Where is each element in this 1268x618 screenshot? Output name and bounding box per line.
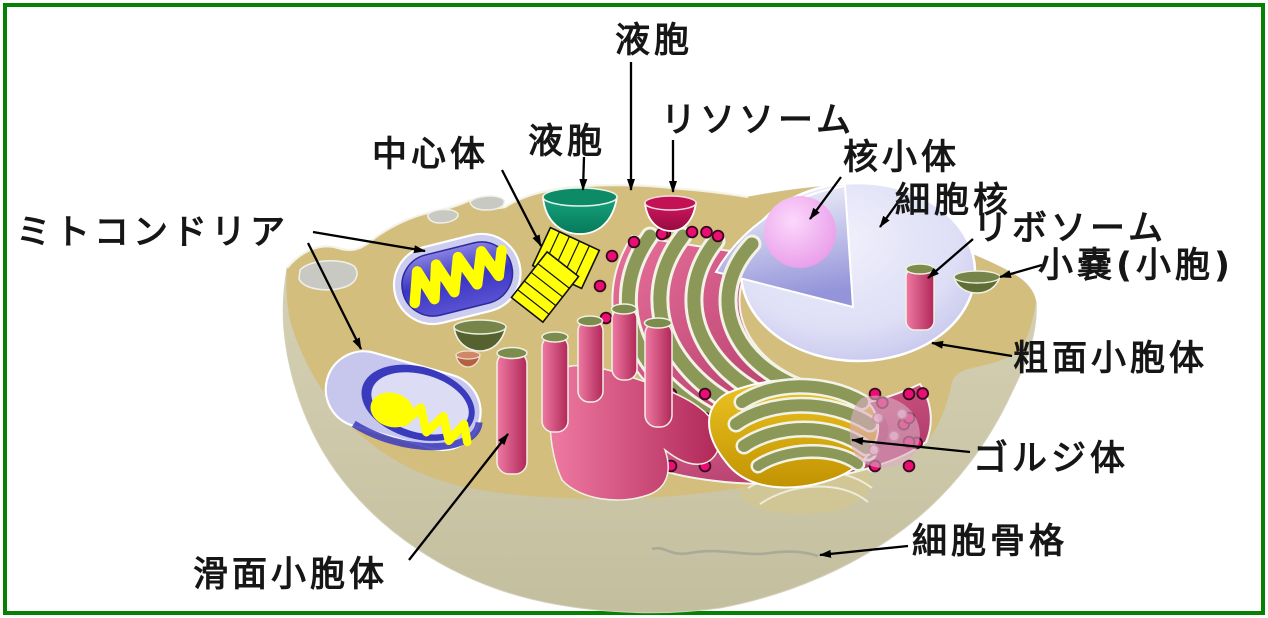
ribosome-dot xyxy=(902,387,916,401)
label-nucleus: 細胞核 xyxy=(895,181,1012,221)
smooth-er-tube xyxy=(576,315,604,403)
label-vesicle: 小嚢(小胞) xyxy=(1038,246,1234,286)
ribosome-dot xyxy=(698,387,712,401)
arrow-vesicle xyxy=(999,263,1043,279)
arrow-rough-er xyxy=(931,340,1013,358)
arrow-ribosome xyxy=(927,238,974,279)
membrane-patch xyxy=(469,195,506,211)
vacuole-teal-bowl xyxy=(542,187,619,235)
cristae xyxy=(400,403,472,447)
arrow-cytoskeleton xyxy=(819,544,909,558)
ribosome-dot xyxy=(916,387,929,400)
mitochondrion-left xyxy=(324,350,483,451)
label-lysosome: リソソーム xyxy=(661,101,855,141)
golgi-group xyxy=(708,377,880,489)
membrane-patch xyxy=(427,208,459,224)
ribosome-dot xyxy=(605,249,619,263)
arrow-nucleus xyxy=(879,190,907,228)
ribosome-dot xyxy=(685,225,699,239)
label-smooth-er: 滑面小胞体 xyxy=(193,555,388,595)
label-vacuole-left: 液胞 xyxy=(528,122,606,162)
arrow-mitochondria-2 xyxy=(306,242,363,350)
label-vacuole-top: 液胞 xyxy=(615,21,693,61)
smooth-er-tube xyxy=(610,303,638,381)
green-frame-border xyxy=(3,3,1265,615)
label-nucleolus: 核小体 xyxy=(843,138,960,178)
vesicle-right-bowl xyxy=(952,270,1002,294)
arrow-smooth-er xyxy=(408,433,509,561)
smooth-er-tube xyxy=(643,317,673,428)
membrane-patch xyxy=(298,260,358,291)
nucleolus-shape xyxy=(764,196,836,268)
arrow-mitochondria-1 xyxy=(312,230,426,254)
leader-arrows xyxy=(306,62,1043,561)
arrow-vacuole-left xyxy=(579,156,588,191)
ribosome-dot xyxy=(711,229,725,243)
cristae xyxy=(409,245,507,309)
cytoskeleton-filament xyxy=(651,546,819,558)
label-cytoskeleton: 細胞骨格 xyxy=(912,522,1068,562)
label-golgi: ゴルジ体 xyxy=(973,438,1129,479)
ribosome-dot xyxy=(593,279,607,293)
label-centrosome: 中心体 xyxy=(372,135,489,175)
er-tube-right xyxy=(905,263,935,331)
vesicle-olive-bowl xyxy=(453,319,508,352)
label-rough-er: 粗面小胞体 xyxy=(1013,339,1208,379)
labels: 液胞 リソソーム 液胞 中心体 核小体 細胞核 リボソーム 小嚢(小胞) 粗面小… xyxy=(16,21,1234,595)
mitochondrion-top xyxy=(392,232,522,326)
lysosome-bowl xyxy=(643,195,698,232)
arrow-nucleolus xyxy=(809,176,842,220)
ribosome-dot xyxy=(700,225,713,239)
smooth-er-tube xyxy=(541,331,569,433)
label-ribosome: リボソーム xyxy=(973,209,1167,249)
vesicle-small-brown-bowl xyxy=(455,350,481,368)
arrow-centrosome xyxy=(500,169,543,247)
centriole xyxy=(510,226,601,324)
smooth-er-tube xyxy=(496,346,528,475)
ribosome-dot xyxy=(627,235,641,249)
arrow-golgi xyxy=(851,437,971,454)
label-mitochondria: ミトコンドリア xyxy=(16,213,289,253)
vesicle-ghost-blob xyxy=(849,395,920,468)
ribosome-dot xyxy=(902,459,916,473)
